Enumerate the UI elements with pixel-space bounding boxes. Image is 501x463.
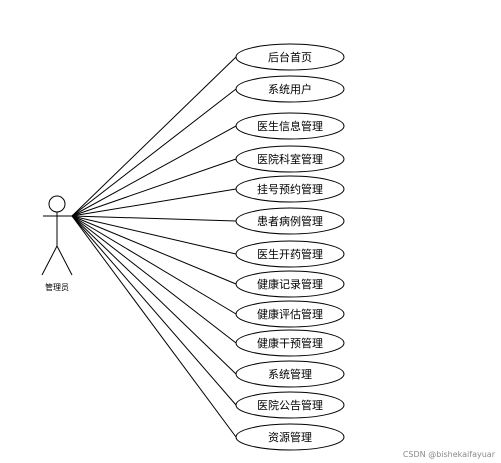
association-line: [71, 88, 237, 217]
use-case-label: 医生信息管理: [257, 119, 323, 133]
association-line: [71, 215, 237, 222]
association-lines: [71, 56, 237, 438]
actor-head: [48, 195, 66, 213]
use-case-ellipse: [235, 145, 345, 173]
use-case-ellipse: [235, 75, 345, 103]
use-case: 挂号预约管理: [235, 175, 345, 203]
use-case: 健康干预管理: [235, 329, 345, 357]
use-case: 医生开药管理: [235, 240, 345, 268]
use-case-label: 医院公告管理: [257, 398, 323, 412]
actor-figure: [41, 195, 73, 276]
use-case: 后台首页: [235, 43, 345, 71]
actor-right-leg: [56, 245, 73, 276]
use-case: 系统管理: [235, 360, 345, 388]
actor-left-leg: [41, 245, 58, 276]
use-case-label: 系统管理: [268, 367, 312, 381]
use-case-ellipse: [235, 423, 345, 451]
use-case-ellipse: [235, 112, 345, 140]
association-line: [71, 215, 237, 406]
use-case: 患者病例管理: [235, 207, 345, 235]
use-case-label: 医生开药管理: [257, 247, 323, 261]
association-line: [71, 215, 237, 344]
use-case-ellipse: [235, 360, 345, 388]
use-case: 医生信息管理: [235, 112, 345, 140]
use-case-ellipse: [235, 329, 345, 357]
use-case: 医院科室管理: [235, 145, 345, 173]
association-line: [71, 215, 237, 375]
association-line: [71, 215, 237, 438]
use-case-label: 资源管理: [268, 430, 312, 444]
use-case-label: 健康记录管理: [257, 277, 323, 291]
use-case-ellipse: [235, 175, 345, 203]
association-line: [71, 215, 237, 255]
use-case: 健康评估管理: [235, 300, 345, 328]
use-case-label: 健康评估管理: [257, 307, 323, 321]
association-line: [71, 56, 237, 217]
use-case-ellipse: [235, 391, 345, 419]
actor-label: 管理员: [45, 282, 69, 292]
use-case: 健康记录管理: [235, 270, 345, 298]
association-line: [71, 215, 237, 315]
association-line: [71, 215, 237, 285]
use-case-label: 医院科室管理: [257, 152, 323, 166]
use-case: 资源管理: [235, 423, 345, 451]
watermark: CSDN @bishekaifayuar: [402, 450, 495, 459]
association-line: [71, 188, 237, 217]
use-case-ellipse: [235, 270, 345, 298]
use-case-list: 后台首页系统用户医生信息管理医院科室管理挂号预约管理患者病例管理医生开药管理健康…: [235, 43, 345, 451]
use-case: 系统用户: [235, 75, 345, 103]
use-case-label: 系统用户: [268, 82, 312, 96]
use-case-label: 后台首页: [268, 50, 312, 64]
use-case: 医院公告管理: [235, 391, 345, 419]
use-case-label: 健康干预管理: [257, 336, 323, 350]
association-line: [71, 158, 237, 217]
use-case-ellipse: [235, 240, 345, 268]
use-case-ellipse: [235, 300, 345, 328]
use-case-ellipse: [235, 207, 345, 235]
association-line: [71, 125, 237, 217]
use-case-label: 挂号预约管理: [257, 182, 323, 196]
use-case-label: 患者病例管理: [257, 214, 323, 228]
use-case-ellipse: [235, 43, 345, 71]
